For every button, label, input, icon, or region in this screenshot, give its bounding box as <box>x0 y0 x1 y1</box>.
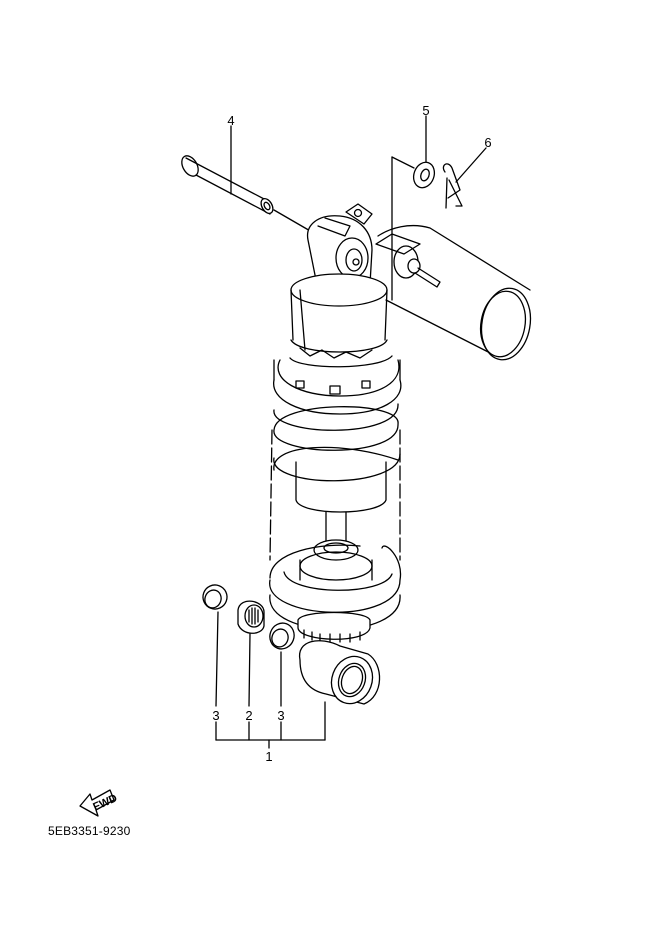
reservoir <box>375 224 532 361</box>
callout-4-pin: 4 <box>227 113 235 128</box>
callout-3-oil-seal-right: 3 <box>277 708 285 723</box>
spring <box>269 403 401 561</box>
callout-6-cotter-pin: 6 <box>484 135 492 150</box>
top-mount <box>306 203 373 291</box>
callout-2-bearing: 2 <box>245 708 253 723</box>
pin-part-4 <box>181 125 313 233</box>
callout-5-washer: 5 <box>422 103 430 118</box>
oil-seal-left <box>202 584 228 707</box>
fwd-arrow-icon: FWD <box>79 789 119 817</box>
oil-seal-right <box>269 622 295 707</box>
assembly-bracket <box>215 701 326 749</box>
preload-adjuster <box>273 347 402 415</box>
fwd-label: FWD <box>91 792 119 813</box>
diagram-part-code: 5EB3351-9230 <box>48 824 131 838</box>
callout-3-oil-seal-left: 3 <box>212 708 220 723</box>
callout-1-assembly: 1 <box>265 749 273 764</box>
bearing-part-2 <box>237 600 265 707</box>
shock-body-upper <box>290 273 388 353</box>
cotter-pin-part-6 <box>442 147 487 209</box>
bottom-mount <box>297 611 381 705</box>
